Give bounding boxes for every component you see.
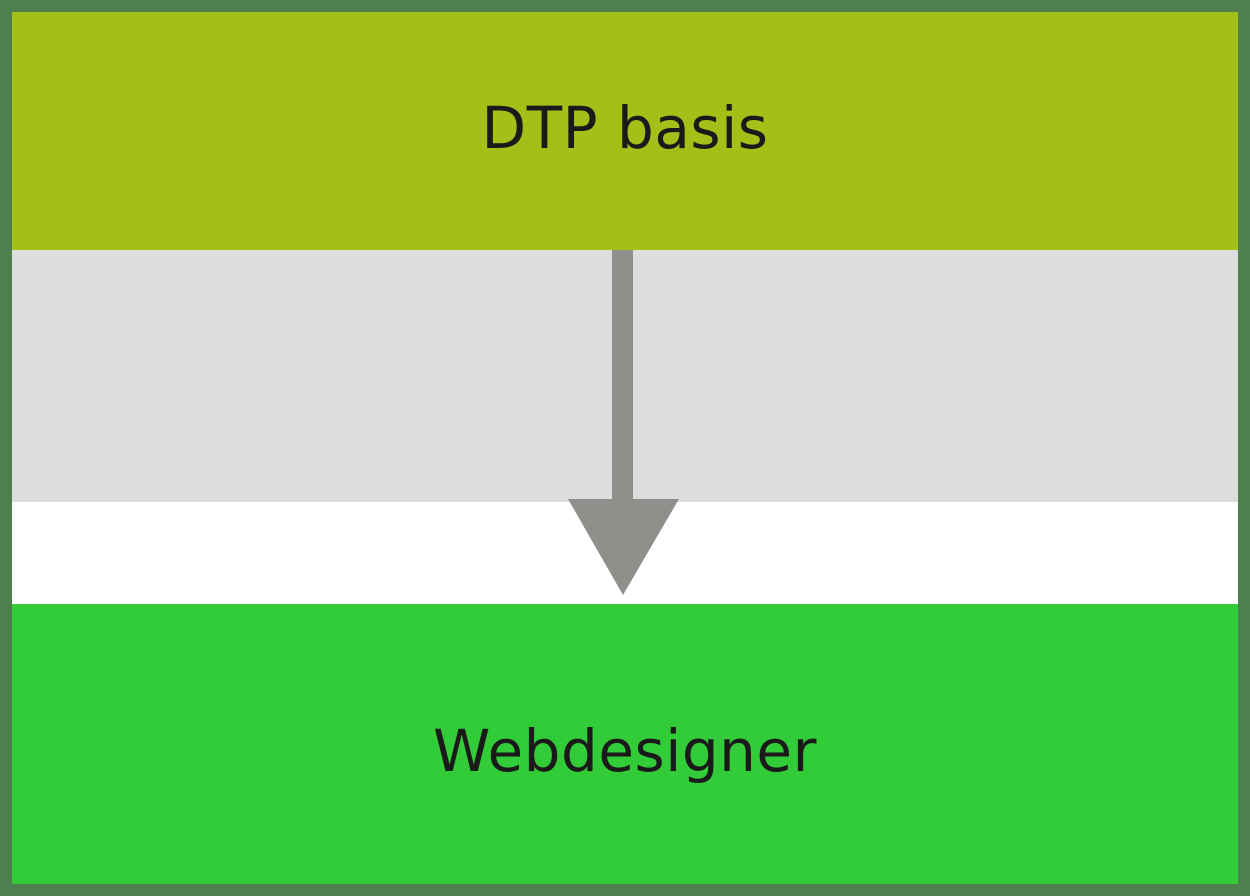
white-gap: [12, 502, 1238, 604]
bottom-box: Webdesigner: [12, 604, 1238, 884]
middle-band: [12, 250, 1238, 502]
diagram-frame: DTP basis Webdesigner: [12, 12, 1238, 884]
top-box-label: DTP basis: [481, 94, 769, 162]
top-box: DTP basis: [12, 12, 1238, 250]
bottom-box-label: Webdesigner: [433, 717, 817, 785]
